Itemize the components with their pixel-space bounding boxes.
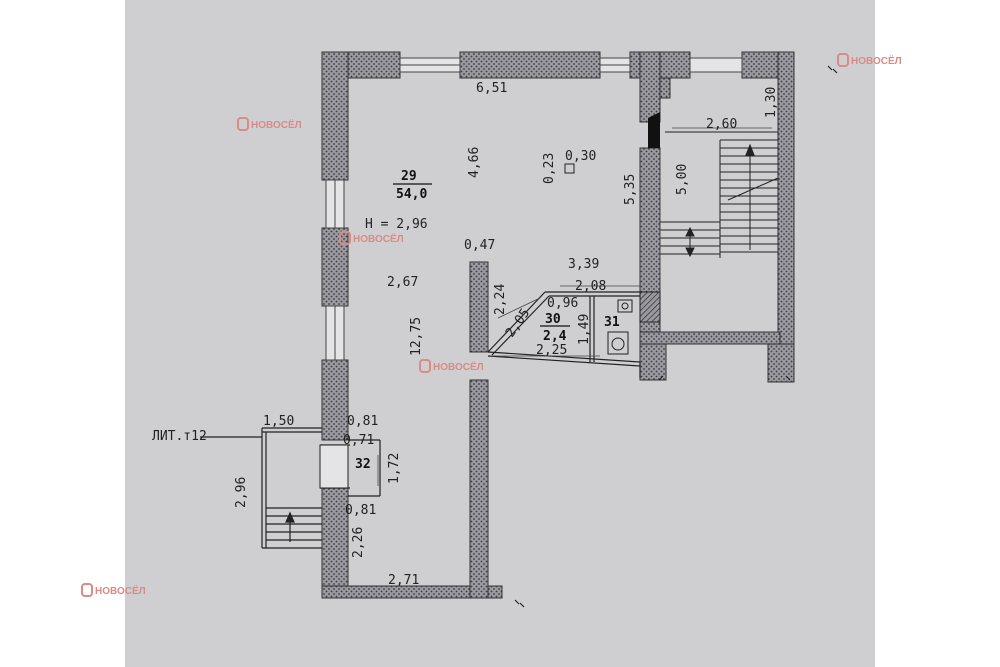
dim-porch-depth: 1,72 bbox=[387, 453, 402, 484]
svg-text:НОВОСЁЛ: НОВОСЁЛ bbox=[433, 360, 484, 373]
room-30-area: 2,4 bbox=[543, 329, 567, 344]
dim-stair-length: 5,00 bbox=[675, 164, 690, 195]
dim-room-length: 12,75 bbox=[409, 317, 424, 356]
svg-text:НОВОСЁЛ: НОВОСЁЛ bbox=[251, 118, 302, 131]
section-marker: ЛИТ.т12 bbox=[152, 429, 207, 444]
dimension-texts: 6,51 4,66 0,23 0,30 5,35 0,47 2,67 12,75… bbox=[234, 81, 779, 588]
column-icon bbox=[564, 163, 575, 174]
svg-text:НОВОСЁЛ: НОВОСЁЛ bbox=[353, 232, 404, 245]
watermark-logo-icon bbox=[339, 231, 351, 245]
dim-partition-length: 2,24 bbox=[493, 284, 508, 315]
dim-porch-width: 1,50 bbox=[263, 414, 294, 429]
stair-block-walls bbox=[639, 51, 795, 383]
walls bbox=[321, 51, 661, 599]
dim-partition-gap: 0,47 bbox=[464, 238, 495, 253]
svg-text:НОВОСЁЛ: НОВОСЁЛ bbox=[95, 584, 146, 597]
svg-text:НОВОСЁЛ: НОВОСЁЛ bbox=[851, 54, 902, 67]
room-labels: 29 54,0 H = 2,96 30 2,4 31 32 bbox=[355, 169, 620, 472]
stairs-right bbox=[660, 131, 779, 258]
wall-ticks-top bbox=[827, 65, 838, 74]
top-windows bbox=[399, 57, 631, 73]
watermark-1: НОВОСЁЛ bbox=[237, 117, 302, 131]
dim-column-a: 0,23 bbox=[542, 153, 557, 184]
stair-post bbox=[648, 112, 660, 148]
room-32-number: 32 bbox=[355, 457, 371, 472]
room-29-number: 29 bbox=[401, 169, 417, 184]
watermark-logo-icon bbox=[419, 359, 431, 373]
toilet-icon bbox=[607, 331, 629, 355]
left-windows bbox=[325, 179, 345, 361]
dim-room30-width: 0,96 bbox=[547, 296, 578, 311]
shaft-hatch bbox=[639, 291, 661, 323]
dim-room30-depth: 1,49 bbox=[577, 314, 592, 345]
watermark-2: НОВОСЁЛ bbox=[339, 231, 404, 245]
watermark-logo-icon bbox=[837, 53, 849, 67]
stair-window bbox=[689, 57, 743, 73]
dim-porch-length: 2,96 bbox=[234, 477, 249, 508]
dim-left-width: 2,67 bbox=[387, 275, 418, 290]
watermark-5: НОВОСЁЛ bbox=[81, 583, 146, 597]
room-29-area: 54,0 bbox=[396, 187, 427, 202]
dim-inner-height: 4,66 bbox=[467, 147, 482, 178]
dim-top-width: 6,51 bbox=[476, 81, 507, 96]
dim-stair-width: 2,60 bbox=[706, 117, 737, 132]
dim-room30-bottom: 2,25 bbox=[536, 343, 567, 358]
dim-column-b: 0,30 bbox=[565, 149, 596, 164]
watermark-4: НОВОСЁЛ bbox=[837, 53, 902, 67]
room-30-number: 30 bbox=[545, 312, 561, 327]
sink-icon bbox=[617, 299, 633, 313]
watermark-logo-icon bbox=[237, 117, 249, 131]
watermark-logo-icon bbox=[81, 583, 93, 597]
porch-door bbox=[319, 444, 349, 489]
dim-wc-width: 2,08 bbox=[575, 279, 606, 294]
wall-ticks-stairs bbox=[658, 375, 791, 381]
dim-lower-left: 2,26 bbox=[351, 527, 366, 558]
dim-door-wall-b: 0,71 bbox=[343, 433, 374, 448]
wall-ticks-bottom bbox=[514, 599, 525, 608]
dim-door-wall-c: 0,81 bbox=[345, 503, 376, 518]
room-29-height: H = 2,96 bbox=[365, 217, 428, 232]
dim-stair-top: 1,30 bbox=[764, 87, 779, 118]
dimension-lines bbox=[377, 127, 772, 486]
dim-bottom-width: 2,71 bbox=[388, 573, 419, 588]
watermark-3: НОВОСЁЛ bbox=[419, 359, 484, 373]
dim-door-wall-a: 0,81 bbox=[347, 414, 378, 429]
room-31-number: 31 bbox=[604, 315, 620, 330]
rooms-30-31-outline bbox=[487, 291, 641, 378]
dim-right-width: 3,39 bbox=[568, 257, 599, 272]
dim-right-wall: 5,35 bbox=[623, 174, 638, 205]
